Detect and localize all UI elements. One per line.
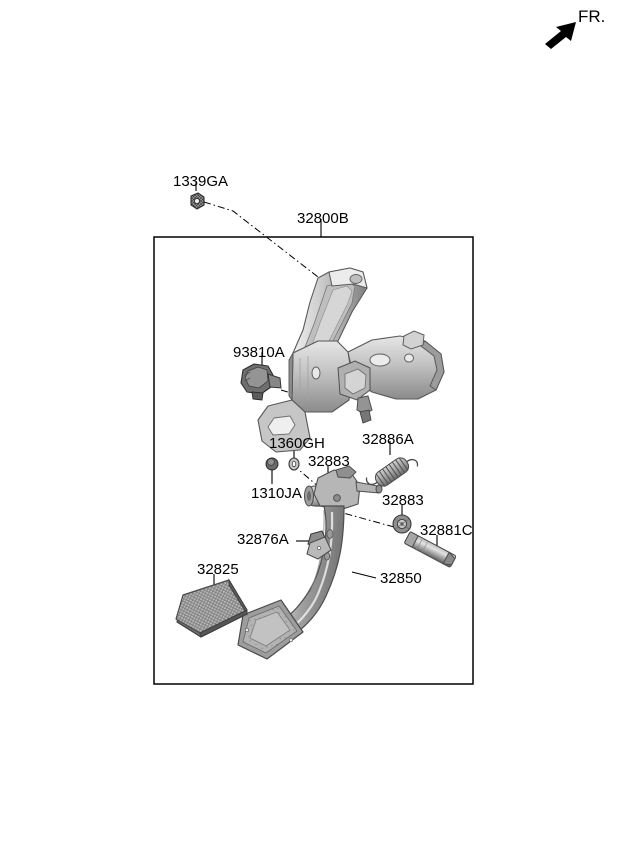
part-32881C-pivot-bolt (404, 531, 457, 568)
part-93810A-stop-lamp-switch (240, 363, 282, 401)
callout-label-32883-upper: 32883 (308, 453, 350, 470)
callout-label-93810A: 93810A (233, 344, 285, 361)
part-1310JA-bolt (265, 457, 279, 471)
assembly-boundary-box (153, 236, 474, 685)
callout-label-32850: 32850 (380, 570, 422, 587)
part-32800B-bracket-assembly (257, 267, 445, 453)
callout-label-1339GA: 1339GA (173, 173, 229, 190)
callout-label-1360GH: 1360GH (269, 435, 325, 452)
leader-lines (195, 181, 438, 587)
front-direction-label: FR. (578, 7, 606, 26)
callout-label-32881C: 32881C (420, 522, 473, 539)
part-32886A-return-spring (365, 457, 419, 487)
callout-label-1310JA: 1310JA (251, 485, 302, 502)
callout-label-32825: 32825 (197, 561, 239, 578)
leader-32850 (351, 571, 377, 579)
callout-label-32800B: 32800B (297, 210, 349, 227)
brake-pedal-pad (237, 599, 304, 660)
part-32876A-stopper-pad (306, 530, 332, 560)
part-1360GH-retainer-clip (288, 457, 300, 471)
part-32825-foot-rest-pad (175, 578, 248, 638)
callout-label-32876A: 32876A (237, 531, 289, 548)
part-32883-bushing-lower (392, 514, 412, 534)
callout-label-32883-lower: 32883 (382, 492, 424, 509)
callout-label-32886A: 32886A (362, 431, 414, 448)
leader-1339GA (203, 201, 319, 278)
front-direction-arrow-icon (545, 22, 576, 49)
part-1339GA-nut (190, 192, 205, 210)
